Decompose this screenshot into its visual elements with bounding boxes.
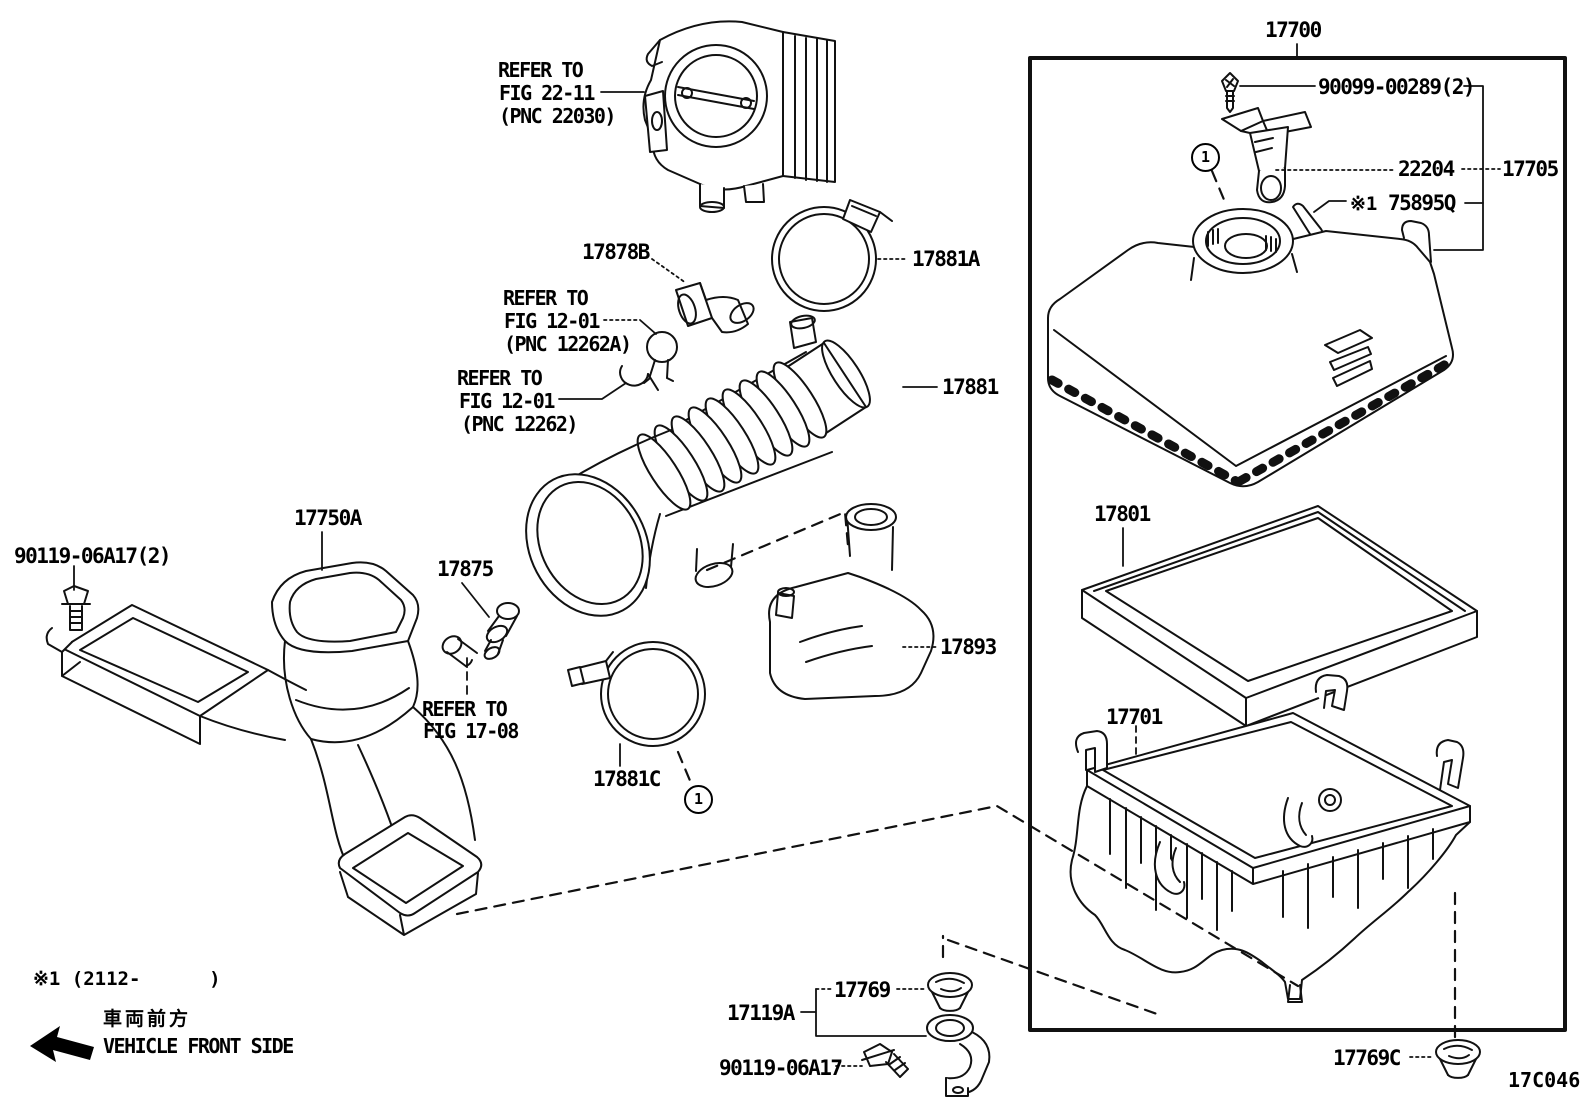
vehicle-front-arrow — [30, 1026, 94, 1062]
screw-90099-drawing — [1221, 72, 1239, 113]
valve-17875-drawing — [441, 602, 520, 668]
filter-element-17801-drawing — [1081, 505, 1478, 727]
callout-1-top[interactable]: 1 — [1191, 143, 1220, 172]
ref-fig-12-01b-line3[interactable]: (PNC 12262) — [461, 412, 578, 436]
part-label-17119A[interactable]: 17119A — [727, 1001, 795, 1025]
ref-fig-12-01a-line3[interactable]: (PNC 12262A) — [504, 332, 632, 356]
part-label-17881[interactable]: 17881 — [942, 375, 999, 399]
part-label-90099-00289[interactable]: 90099-00289(2) — [1318, 75, 1476, 99]
hose-clamp-17881A-drawing — [771, 199, 893, 312]
part-label-75895Q[interactable]: 75895Q — [1388, 191, 1456, 215]
ref-fig-12-01b-line2[interactable]: FIG 12-01 — [459, 389, 555, 413]
vehicle-front-label-jp: 車両前方 — [103, 1008, 192, 1030]
air-cleaner-case-17701-drawing — [1069, 674, 1471, 1003]
part-label-17881A[interactable]: 17881A — [912, 247, 980, 271]
air-cleaner-cap-17705-drawing — [1047, 208, 1454, 488]
applicability-note: ※1 (2112- ) — [33, 968, 221, 990]
part-label-22204[interactable]: 22204 — [1398, 157, 1455, 181]
part-label-17769C[interactable]: 17769C — [1333, 1046, 1401, 1070]
part-label-17801[interactable]: 17801 — [1094, 502, 1151, 526]
part-label-17881C[interactable]: 17881C — [593, 767, 661, 791]
vent-elbow-17878B-drawing — [675, 282, 755, 334]
callout-1-bottom[interactable]: 1 — [684, 785, 713, 814]
ref-fig-22-11-line2[interactable]: FIG 22-11 — [499, 81, 595, 105]
part-note-75895Q: ※1 — [1350, 193, 1378, 215]
ref-fig-17-08-line1[interactable]: REFER TO — [422, 697, 508, 721]
part-label-17769[interactable]: 17769 — [834, 978, 891, 1002]
vehicle-front-label-en: VEHICLE FRONT SIDE — [103, 1034, 294, 1058]
bolt-90119-duct-drawing — [61, 585, 91, 631]
ref-fig-17-08-line2[interactable]: FIG 17-08 — [423, 719, 519, 743]
figure-code: 17C046 — [1508, 1068, 1581, 1092]
ref-fig-22-11-line1[interactable]: REFER TO — [498, 58, 584, 82]
assembly-box-frame — [1028, 56, 1567, 1032]
wire-clips-drawing — [619, 331, 678, 391]
air-inlet-duct-drawing — [45, 561, 483, 936]
bolt-90119-bracket-drawing — [861, 1043, 909, 1078]
dashed-links — [455, 169, 1457, 1046]
ref-fig-12-01b-line1[interactable]: REFER TO — [457, 366, 543, 390]
ref-fig-12-01a-line2[interactable]: FIG 12-01 — [504, 309, 600, 333]
grommet-17769C-drawing — [1435, 1039, 1481, 1079]
part-label-17705[interactable]: 17705 — [1502, 157, 1559, 181]
part-label-17875[interactable]: 17875 — [437, 557, 494, 581]
resonator-17893-drawing — [768, 503, 935, 700]
part-label-90119-06A17-2[interactable]: 90119-06A17(2) — [14, 544, 172, 568]
maf-sensor-22204-drawing — [1221, 107, 1312, 204]
grommet-17769-drawing — [927, 972, 973, 1012]
leader-lines — [73, 43, 1501, 1067]
part-label-17700[interactable]: 17700 — [1265, 18, 1322, 42]
bracket-17119A-drawing — [926, 1014, 991, 1097]
part-label-17878B[interactable]: 17878B — [582, 240, 650, 264]
ref-fig-22-11-line3[interactable]: (PNC 22030) — [499, 104, 616, 128]
part-label-90119-06A17[interactable]: 90119-06A17 — [719, 1056, 843, 1080]
clamp-17881C-drawing — [567, 641, 706, 747]
part-label-17701[interactable]: 17701 — [1106, 705, 1163, 729]
throttle-body-drawing — [642, 20, 836, 213]
part-label-17750A[interactable]: 17750A — [294, 506, 362, 530]
air-hose-17881-drawing — [525, 314, 871, 617]
ref-fig-12-01a-line1[interactable]: REFER TO — [503, 286, 589, 310]
part-label-17893[interactable]: 17893 — [940, 635, 997, 659]
